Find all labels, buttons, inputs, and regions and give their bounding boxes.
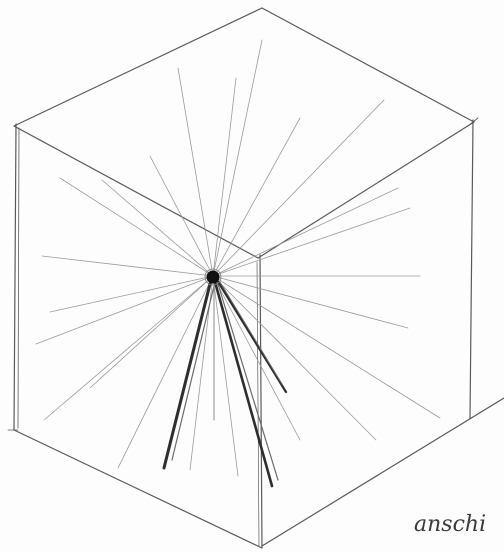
tripod-legs (164, 280, 286, 486)
ray (178, 68, 213, 276)
ray (213, 118, 300, 276)
central-node (205, 269, 221, 285)
leg-right (217, 280, 286, 392)
cube-edge-bottom-left (14, 430, 262, 548)
artist-signature: anschi (414, 512, 486, 537)
ray (213, 276, 300, 440)
ray (42, 256, 213, 276)
cube-edge-top-left (14, 8, 262, 126)
ray (213, 78, 236, 276)
ray (150, 156, 213, 276)
ray (118, 276, 213, 468)
cube-edge-left-vertical-double (18, 128, 19, 428)
cube-edge-top-right (262, 8, 474, 122)
leg-left (164, 280, 211, 468)
ray (102, 180, 213, 276)
ray (50, 276, 213, 312)
cube-edge-upper-left-to-center (14, 126, 258, 258)
cube-edge-left-vertical (14, 124, 16, 430)
ray (213, 188, 398, 276)
ray (213, 208, 410, 276)
node-dot (207, 271, 219, 283)
radiating-lines (36, 40, 440, 476)
cube-edges (8, 8, 504, 548)
ray (44, 276, 213, 420)
cube-edge-center-to-right (258, 122, 474, 258)
ray (90, 276, 213, 388)
leg-center (215, 282, 272, 486)
ray (213, 40, 262, 276)
ray (213, 100, 384, 276)
ray (36, 276, 213, 344)
leg-left-shadow (172, 282, 215, 460)
cube-edge-right-vertical (470, 120, 473, 418)
cube-edge-center-vertical (260, 255, 262, 548)
